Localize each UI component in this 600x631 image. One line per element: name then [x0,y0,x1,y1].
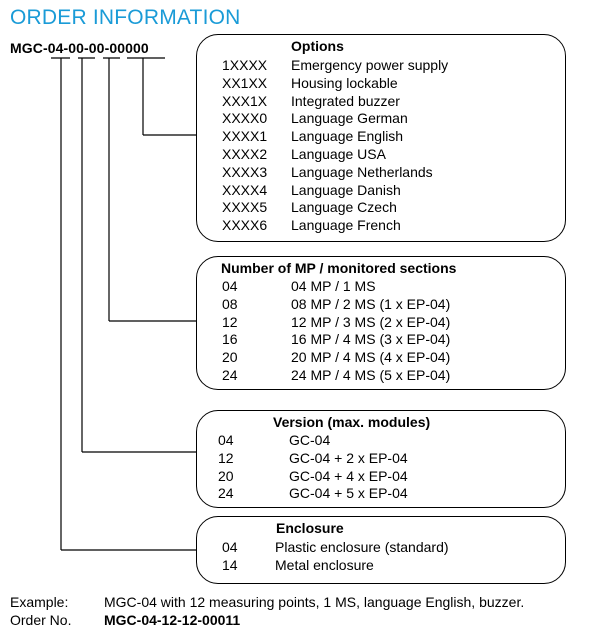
options-row: XXXX6 Language French [0,216,600,234]
mp-sections-box [196,256,566,390]
mp-sections-desc: 24 MP / 4 MS (5 x EP-04) [291,367,451,383]
mp-sections-row: 20 20 MP / 4 MS (4 x EP-04) [0,348,600,366]
order-no-label: Order No. [10,612,72,628]
options-code: XXXX1 [222,128,268,145]
version-desc: GC-04 + 5 x EP-04 [289,485,408,502]
order-code: MGC-04-00-00-00000 [10,40,149,56]
order-no-value: MGC-04-12-12-00011 [104,612,241,628]
version-row: 04 GC-04 [0,431,600,449]
mp-sections-row: 12 12 MP / 3 MS (2 x EP-04) [0,313,600,331]
options-code: XXXX0 [222,110,268,127]
options-code: 1XXXX [222,57,268,73]
options-code: XXXX3 [222,163,268,180]
options-code: XXXX2 [222,146,268,162]
mp-sections-desc: 08 MP / 2 MS (1 x EP-04) [291,295,451,312]
mp-sections-row: 16 16 MP / 4 MS (3 x EP-04) [0,330,600,348]
version-desc: GC-04 + 4 x EP-04 [289,467,408,484]
options-desc: Language French [291,217,401,234]
options-row: XXXX2 Language USA [0,145,600,163]
mp-sections-code: 24 [222,367,238,383]
options-desc: Language Netherlands [291,163,433,180]
options-desc: Integrated buzzer [291,92,400,109]
enclosure-desc: Metal enclosure [275,556,374,573]
options-desc: Housing lockable [291,74,398,91]
order-no-line: Order No. MGC-04-12-12-00011 [10,612,590,630]
mp-sections-row: 08 08 MP / 2 MS (1 x EP-04) [0,295,600,313]
options-header: Options [291,38,344,54]
options-code: XXXX6 [222,217,268,234]
options-row: XX1XX Housing lockable [0,74,600,92]
options-row: XXXX4 Language Danish [0,181,600,199]
version-code: 04 [218,432,234,448]
mp-sections-desc: 12 MP / 3 MS (2 x EP-04) [291,313,451,330]
mp-sections-desc: 16 MP / 4 MS (3 x EP-04) [291,331,451,348]
options-row: XXXX3 Language Netherlands [0,163,600,181]
options-desc: Emergency power supply [291,57,449,73]
version-desc: GC-04 [289,432,331,448]
mp-sections-code: 20 [222,349,238,366]
options-row: XXXX5 Language Czech [0,198,600,216]
options-row: XXXX0 Language German [0,109,600,127]
enclosure-box [196,516,566,584]
options-desc: Language German [291,110,408,127]
mp-sections-row: 04 04 MP / 1 MS [0,277,600,295]
options-code: XXXX5 [222,199,268,216]
version-desc: GC-04 + 2 x EP-04 [289,449,408,466]
options-desc: Language English [291,128,404,145]
version-header: Version (max. modules) [273,414,431,430]
mp-sections-desc: 20 MP / 4 MS (4 x EP-04) [291,349,451,366]
enclosure-header: Enclosure [276,520,344,536]
version-code: 24 [218,485,234,502]
version-code: 20 [218,467,234,484]
enclosure-code: 14 [222,556,238,573]
version-row: 12 GC-04 + 2 x EP-04 [0,449,600,467]
mp-sections-header: Number of MP / monitored sections [221,260,457,276]
options-desc: Language USA [291,146,386,162]
version-row: 24 GC-04 + 5 x EP-04 [0,484,600,502]
example-label: Example: [10,594,69,610]
options-code: XXXX4 [222,181,268,198]
version-box [196,410,566,508]
mp-sections-code: 08 [222,295,238,312]
example-text: MGC-04 with 12 measuring points, 1 MS, l… [104,594,525,610]
example-line: Example: MGC-04 with 12 measuring points… [10,594,590,612]
enclosure-row: 14 Metal enclosure [0,556,600,574]
options-desc: Language Danish [291,181,401,198]
options-row: XXX1X Integrated buzzer [0,92,600,110]
mp-sections-code: 16 [222,331,238,348]
options-desc: Language Czech [291,199,397,216]
mp-sections-desc: 04 MP / 1 MS [291,278,376,294]
options-code: XXX1X [222,92,268,109]
options-box [196,34,566,242]
mp-sections-row: 24 24 MP / 4 MS (5 x EP-04) [0,366,600,384]
enclosure-code: 04 [222,539,238,555]
page-title: ORDER INFORMATION [10,6,241,29]
version-code: 12 [218,449,234,466]
options-row: XXXX1 Language English [0,127,600,145]
enclosure-row: 04 Plastic enclosure (standard) [0,538,600,556]
mp-sections-code: 04 [222,278,238,294]
mp-sections-code: 12 [222,313,238,330]
enclosure-desc: Plastic enclosure (standard) [275,539,449,555]
options-code: XX1XX [222,74,268,91]
version-row: 20 GC-04 + 4 x EP-04 [0,467,600,485]
options-row: 1XXXX Emergency power supply [0,56,600,74]
